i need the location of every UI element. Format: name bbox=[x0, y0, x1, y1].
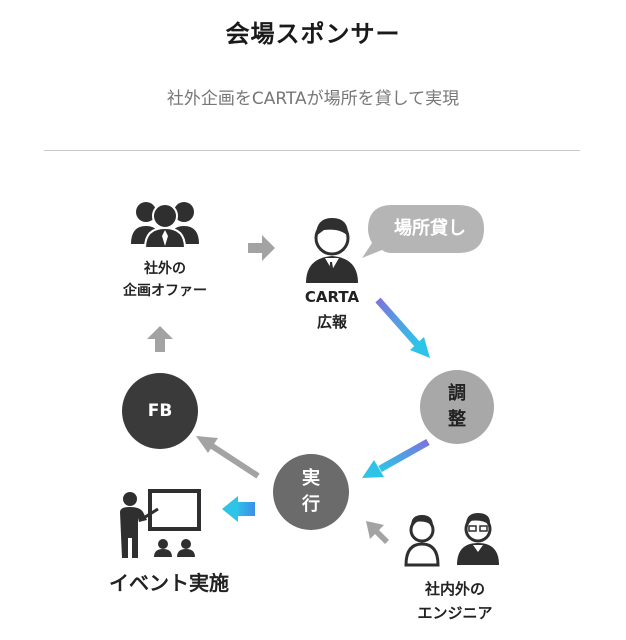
arrow-fb-to-planners bbox=[147, 326, 173, 352]
person-businessman-icon bbox=[306, 218, 358, 283]
arrow-execute-to-fb bbox=[196, 436, 260, 479]
arrow-carta-to-adjust bbox=[375, 297, 430, 358]
engineers-label: 社内外の エンジニア bbox=[400, 577, 510, 625]
execute-circle bbox=[273, 454, 349, 530]
group-people-icon bbox=[131, 202, 199, 249]
arrow-planners-to-carta bbox=[248, 235, 275, 261]
adjust-label-line2: 整 bbox=[448, 409, 466, 430]
event-label: イベント実施 bbox=[109, 571, 229, 595]
arrow-execute-to-event bbox=[222, 496, 255, 522]
arrow-adjust-to-execute bbox=[362, 438, 430, 478]
engineers-label-line1: 社内外の bbox=[424, 580, 485, 598]
carta-label-line1: CARTA bbox=[304, 288, 360, 306]
execute-label: 実 行 bbox=[273, 466, 349, 518]
engineers-label-line2: エンジニア bbox=[417, 604, 493, 622]
divider bbox=[44, 150, 580, 151]
adjust-label: 調 整 bbox=[420, 381, 494, 433]
presentation-icon bbox=[120, 489, 201, 558]
speech-bubble bbox=[362, 205, 484, 258]
fb-circle bbox=[122, 373, 198, 449]
page-title: 会場スポンサー bbox=[225, 20, 401, 48]
engineers-icon bbox=[404, 513, 499, 567]
arrow-engineers-to-execute bbox=[366, 521, 389, 544]
speech-bubble-text: 場所貸し bbox=[394, 218, 466, 239]
execute-label-line1: 実 bbox=[302, 468, 320, 489]
adjust-circle bbox=[420, 370, 494, 444]
planners-label-line1: 社外の bbox=[144, 261, 186, 277]
planners-label-line2: 企画オファー bbox=[123, 283, 207, 299]
planners-label: 社外の 企画オファー bbox=[110, 258, 220, 302]
execute-label-line2: 行 bbox=[302, 494, 320, 515]
page-subtitle: 社外企画をCARTAが場所を貸して実現 bbox=[166, 89, 460, 109]
carta-label: CARTA 広報 bbox=[282, 285, 382, 335]
carta-label-line2: 広報 bbox=[316, 313, 347, 331]
fb-label: FB bbox=[147, 401, 173, 421]
adjust-label-line1: 調 bbox=[448, 383, 466, 404]
